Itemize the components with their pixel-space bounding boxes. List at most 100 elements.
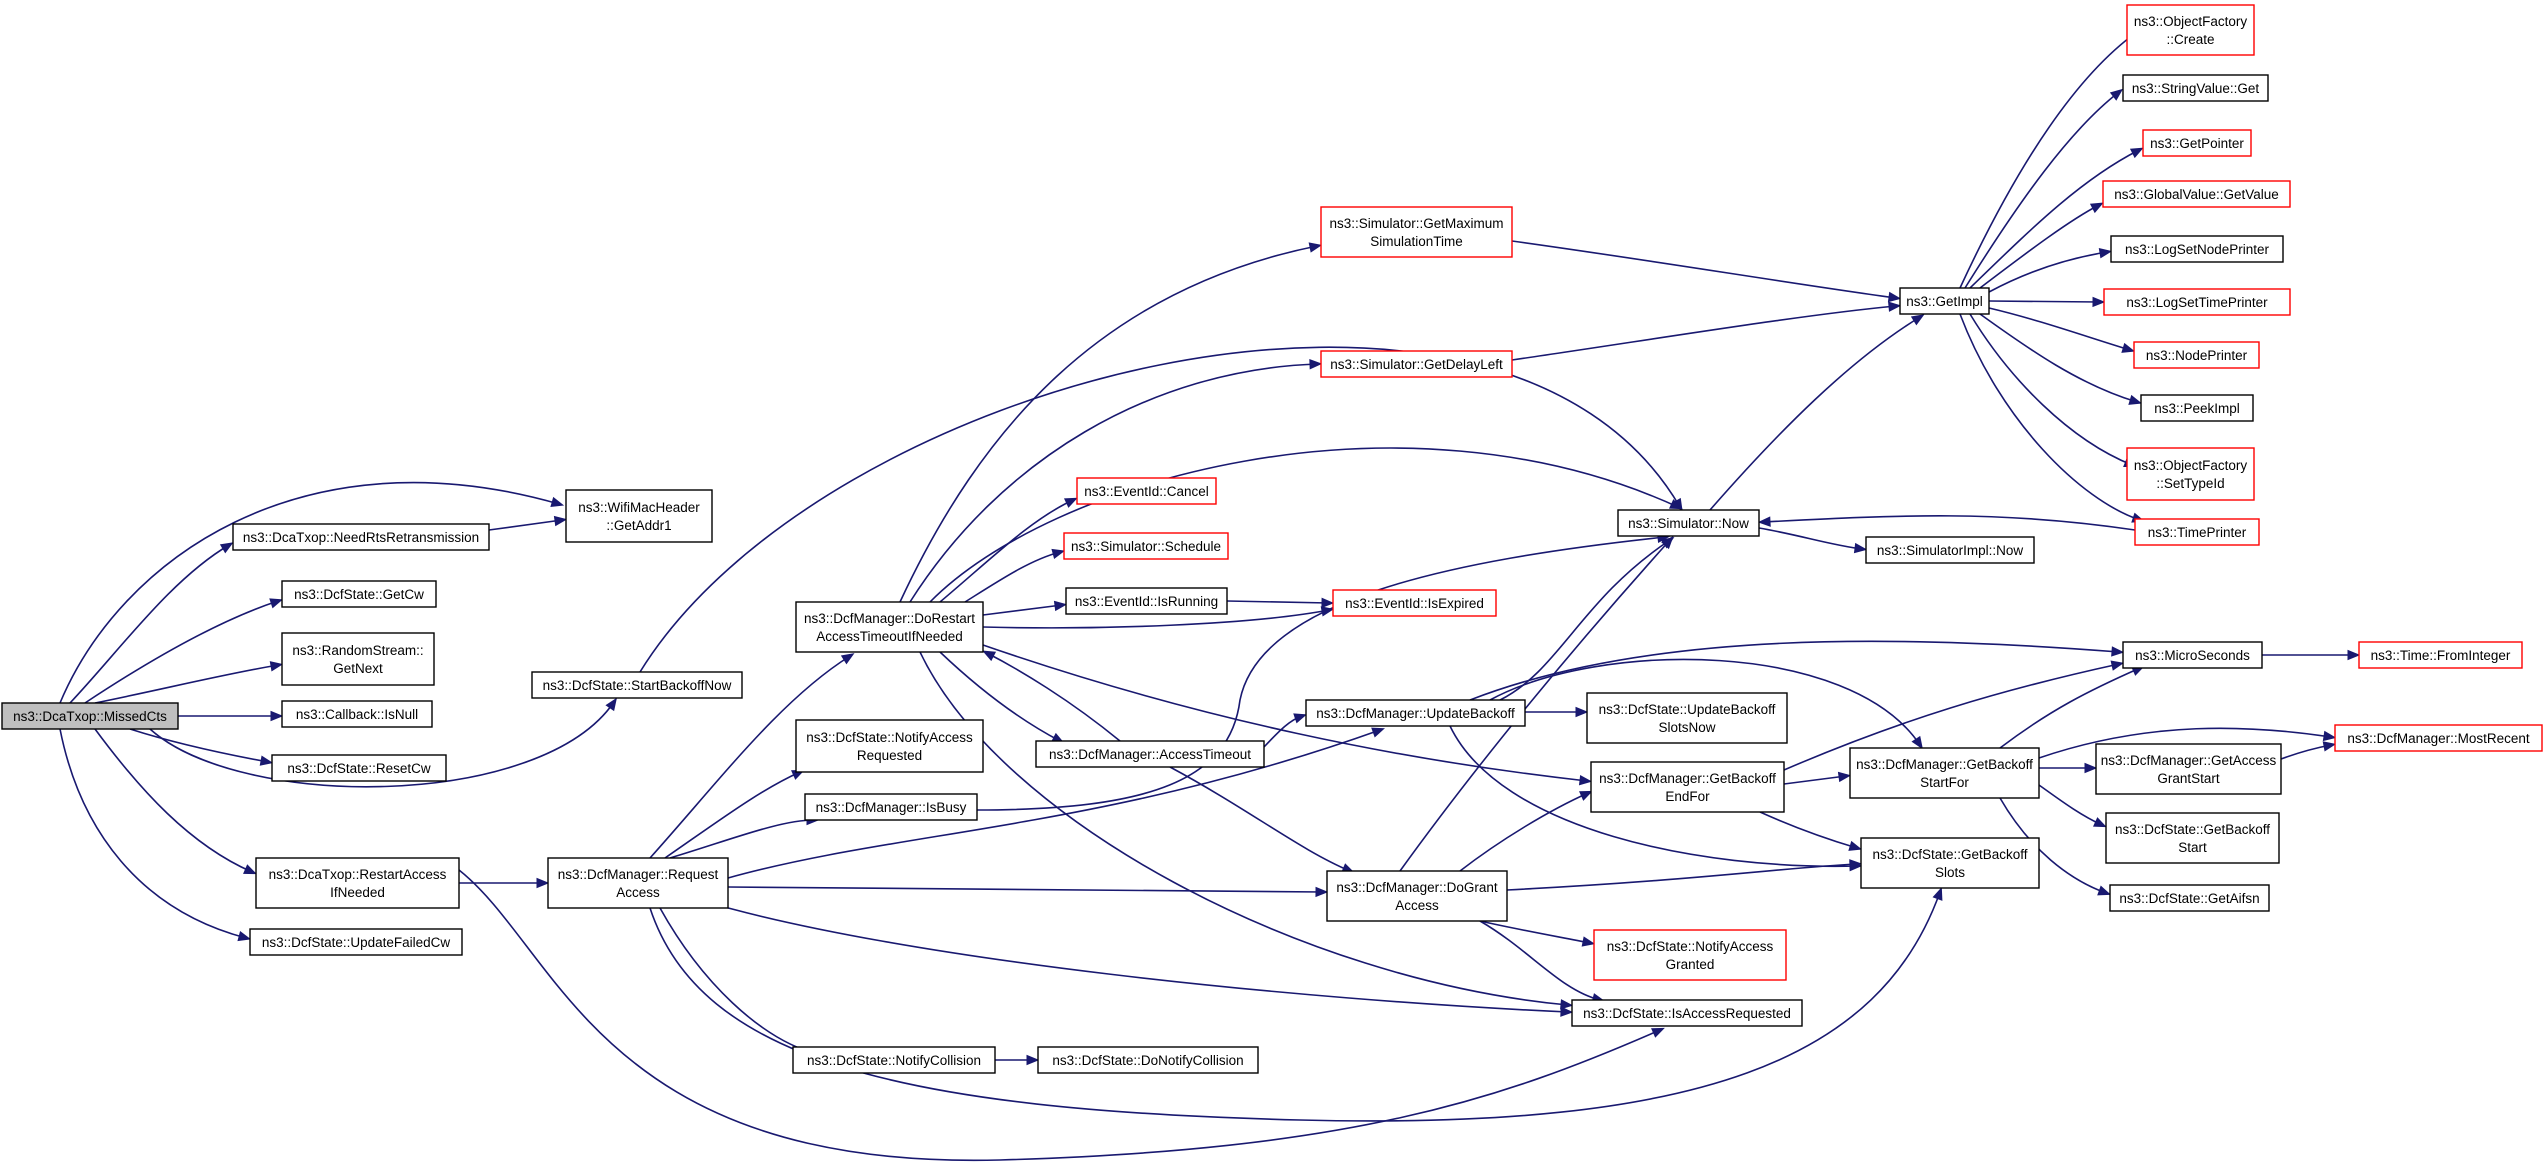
node-updatefailedcw[interactable]: ns3::DcfState::UpdateFailedCw — [249, 928, 463, 956]
node-isbusy[interactable]: ns3::DcfManager::IsBusy — [804, 793, 978, 821]
node-label: ns3::RandomStream:: — [292, 643, 423, 658]
node-donotifycollision[interactable]: ns3::DcfState::DoNotifyCollision — [1037, 1046, 1259, 1074]
node-box — [792, 1046, 996, 1074]
node-getaddr1[interactable]: ns3::WifiMacHeader::GetAddr1 — [565, 489, 713, 543]
arrowhead-icon — [1668, 499, 1683, 510]
edge-dogrant-to-notifyaccessgranted — [1479, 920, 1596, 947]
node-updatebackoff[interactable]: ns3::DcfManager::UpdateBackoff — [1305, 699, 1526, 727]
edge-missedcts-to-getaddr1 — [59, 481, 565, 704]
arrowhead-icon — [1309, 359, 1323, 370]
node-accesstimeout[interactable]: ns3::DcfManager::AccessTimeout — [1035, 740, 1265, 768]
arrowhead-icon — [2097, 885, 2112, 896]
edge-getmaxsim-to-getimpl — [1511, 240, 1902, 303]
node-box — [2095, 743, 2282, 795]
arrowhead-icon — [270, 710, 284, 722]
node-label: ns3::Time::FromInteger — [2371, 648, 2511, 663]
node-ofsettypeid[interactable]: ns3::ObjectFactory::SetTypeId — [2126, 447, 2255, 501]
node-label: Requested — [857, 748, 922, 763]
node-label: ns3::DcfState::UpdateBackoff — [1599, 702, 1776, 717]
node-label: ns3::DcfState::StartBackoffNow — [543, 678, 732, 693]
node-needrts[interactable]: ns3::DcaTxop::NeedRtsRetransmission — [232, 523, 490, 551]
node-getaifsn[interactable]: ns3::DcfState::GetAifsn — [2109, 884, 2270, 912]
node-ofcreate[interactable]: ns3::ObjectFactory::Create — [2126, 4, 2255, 56]
node-box — [2122, 641, 2263, 669]
node-label: GrantStart — [2157, 771, 2220, 786]
node-label: IfNeeded — [330, 885, 385, 900]
node-box — [547, 857, 729, 909]
node-dorestart[interactable]: ns3::DcfManager::DoRestartAccessTimeoutI… — [795, 601, 984, 653]
node-timeprinter[interactable]: ns3::TimePrinter — [2134, 518, 2260, 546]
arrowhead-icon — [2092, 296, 2106, 308]
node-isaccessreq[interactable]: ns3::DcfState::IsAccessRequested — [1571, 999, 1803, 1027]
node-box — [565, 489, 713, 543]
edge-layer — [59, 28, 2361, 1162]
edge-getimpl-to-globalget — [1979, 202, 2104, 289]
node-label: ::GetAddr1 — [606, 518, 671, 533]
node-eventcancel[interactable]: ns3::EventId::Cancel — [1076, 477, 1217, 505]
node-microseconds[interactable]: ns3::MicroSeconds — [2122, 641, 2263, 669]
arrowhead-icon — [1848, 840, 1863, 851]
edge-restartaccess-to-requestaccess — [459, 877, 550, 889]
arrowhead-icon — [1579, 790, 1593, 801]
arrowhead-icon — [1910, 314, 1925, 326]
node-label: SlotsNow — [1658, 720, 1715, 735]
node-label: ns3::DcfState::GetBackoff — [1872, 847, 2027, 862]
node-notifycollision[interactable]: ns3::DcfState::NotifyCollision — [792, 1046, 996, 1074]
node-startbackoffnow[interactable]: ns3::DcfState::StartBackoffNow — [531, 671, 743, 699]
node-box — [1076, 477, 1217, 505]
node-simnow[interactable]: ns3::Simulator::Now — [1617, 509, 1760, 537]
node-globalget[interactable]: ns3::GlobalValue::GetValue — [2102, 180, 2291, 208]
node-label: ns3::DcfManager::GetBackoff — [1599, 771, 1776, 786]
node-peekimpl[interactable]: ns3::PeekImpl — [2140, 394, 2254, 422]
node-label: AccessTimeoutIfNeeded — [816, 629, 963, 644]
arrowhead-icon — [1051, 548, 1066, 560]
node-box — [249, 928, 463, 956]
node-getdelayleft[interactable]: ns3::Simulator::GetDelayLeft — [1320, 350, 1513, 378]
node-mostrecent[interactable]: ns3::DcfManager::MostRecent — [2334, 724, 2543, 752]
node-label: ns3::DcfManager::MostRecent — [2347, 731, 2530, 746]
node-isnull[interactable]: ns3::Callback::IsNull — [281, 700, 433, 728]
node-label: ns3::DcfManager::AccessTimeout — [1049, 747, 1251, 762]
edge-microseconds-to-frominteger — [2262, 649, 2361, 661]
node-box — [1, 702, 179, 730]
node-randomgetnext[interactable]: ns3::RandomStream::GetNext — [281, 632, 435, 686]
edge-getimpl-to-peekimpl — [1979, 313, 2143, 405]
node-missedcts[interactable]: ns3::DcaTxop::MissedCts — [1, 702, 179, 730]
edge-missedcts-to-updatefailedcw — [59, 728, 252, 942]
node-box — [1849, 747, 2040, 799]
node-isexpired[interactable]: ns3::EventId::IsExpired — [1332, 589, 1497, 617]
node-nodeprinter[interactable]: ns3::NodePrinter — [2133, 341, 2260, 369]
node-getcw[interactable]: ns3::DcfState::GetCw — [281, 580, 437, 608]
edge-simnow-to-getimpl — [1709, 314, 1925, 511]
edge-requestaccess-to-notifyaccessreq — [664, 769, 805, 859]
node-simimplnow[interactable]: ns3::SimulatorImpl::Now — [1865, 536, 2035, 564]
node-label: ns3::DcfState::DoNotifyCollision — [1052, 1053, 1243, 1068]
node-label: ns3::LogSetTimePrinter — [2126, 295, 2268, 310]
node-logtimeprinter[interactable]: ns3::LogSetTimePrinter — [2103, 288, 2291, 316]
node-stringget[interactable]: ns3::StringValue::Get — [2122, 74, 2269, 102]
node-resetcw[interactable]: ns3::DcfState::ResetCw — [271, 754, 447, 782]
arrowhead-icon — [2111, 646, 2125, 657]
node-label: Slots — [1935, 865, 1965, 880]
node-frominteger[interactable]: ns3::Time::FromInteger — [2358, 641, 2523, 669]
node-lognodeprinter[interactable]: ns3::LogSetNodePrinter — [2110, 235, 2284, 263]
node-getimpl[interactable]: ns3::GetImpl — [1899, 287, 1990, 315]
node-isrunning[interactable]: ns3::EventId::IsRunning — [1065, 587, 1228, 615]
arrowhead-icon — [840, 653, 855, 665]
node-getpointer[interactable]: ns3::GetPointer — [2142, 129, 2252, 157]
arrowhead-icon — [1757, 516, 1771, 527]
arrowhead-icon — [2347, 649, 2361, 661]
node-schedule[interactable]: ns3::Simulator::Schedule — [1063, 532, 1229, 560]
